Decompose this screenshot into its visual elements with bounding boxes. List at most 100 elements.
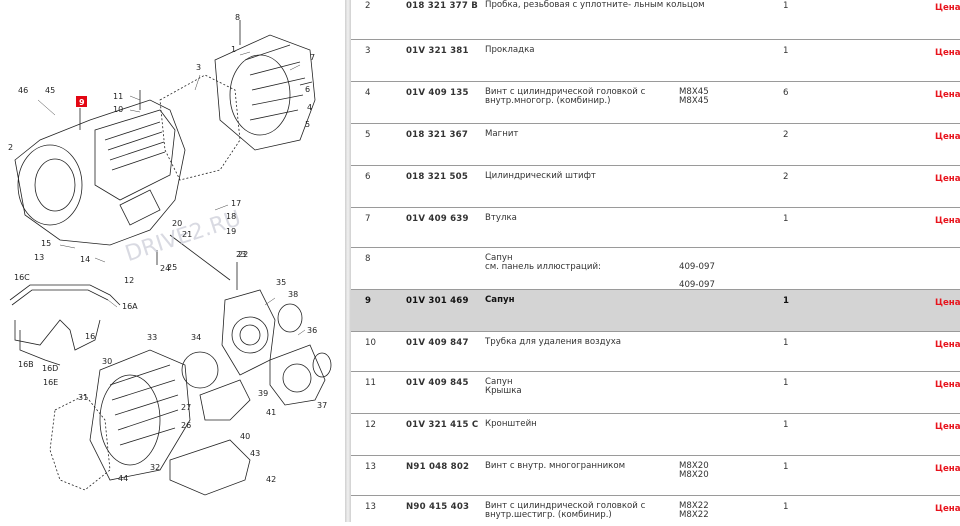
price-link[interactable]: Цена (935, 216, 960, 226)
callout-label[interactable]: 20 (172, 219, 182, 228)
callout-label[interactable]: 17 (231, 199, 241, 208)
callout-label[interactable]: 31 (78, 393, 88, 402)
position-number: 12 (365, 420, 376, 430)
callout-label[interactable]: 18 (226, 212, 236, 221)
price-link[interactable]: Цена (935, 298, 960, 308)
callout-label[interactable]: 16C (14, 273, 30, 282)
leader-lines (37, 51, 306, 336)
callout-label[interactable]: 45 (45, 86, 55, 95)
part-name-line: Кронштейн (485, 419, 537, 429)
price-link[interactable]: Цена (935, 380, 960, 390)
callout-label[interactable]: 43 (250, 449, 260, 458)
callout-label[interactable]: 35 (276, 278, 286, 287)
callout-label[interactable]: 23 (236, 250, 246, 259)
price-link[interactable]: Цена (935, 90, 960, 100)
callout-label[interactable]: 44 (118, 474, 128, 483)
callout-label[interactable]: 7 (310, 53, 315, 62)
callout-label[interactable]: 46 (18, 86, 28, 95)
price-link[interactable]: Цена (935, 132, 960, 142)
price-link[interactable]: Цена (935, 340, 960, 350)
price-link[interactable]: Цена (935, 504, 960, 514)
callout-label[interactable]: 16E (43, 378, 58, 387)
callout-label[interactable]: 10 (113, 105, 123, 114)
callout-label[interactable]: 13 (34, 253, 44, 262)
callout-label[interactable]: 1 (231, 45, 236, 54)
callout-label[interactable]: 37 (317, 401, 327, 410)
position-number: 8 (365, 254, 371, 264)
callout-label[interactable]: 26 (181, 421, 191, 430)
part-number: 018 321 367 (406, 130, 468, 140)
highlighted-callout-badge[interactable] (76, 96, 87, 107)
panel-divider[interactable] (345, 0, 351, 522)
part-name: Втулка (485, 214, 517, 223)
part-name-line: Винт с внутр. многогранником (485, 461, 626, 471)
callout-label[interactable]: 11 (113, 92, 123, 101)
callout-label[interactable]: 19 (226, 227, 236, 236)
callout-label[interactable]: 12 (124, 276, 134, 285)
callout-label[interactable]: 14 (80, 255, 90, 264)
price-link[interactable]: Цена (935, 3, 960, 13)
part-name-line: Сапун (485, 295, 515, 305)
part-name-line: Сапун (485, 253, 513, 263)
callout-label[interactable]: 42 (266, 475, 276, 484)
price-link[interactable]: Цена (935, 422, 960, 432)
price-link[interactable]: Цена (935, 174, 960, 184)
callout-label[interactable]: 3 (196, 63, 201, 72)
part-number: 01V 301 469 (406, 296, 469, 306)
callout-label[interactable]: 32 (150, 463, 160, 472)
callout-label[interactable]: 33 (147, 333, 157, 342)
price-link[interactable]: Цена (935, 48, 960, 58)
callout-label[interactable]: 30 (102, 357, 112, 366)
callout-label[interactable]: 40 (240, 432, 250, 441)
callout-label[interactable]: 16A (122, 302, 138, 311)
callout-label[interactable]: 6 (305, 85, 310, 94)
callout-label[interactable]: 41 (266, 408, 276, 417)
callout-label[interactable]: 25 (167, 263, 177, 272)
callout-label[interactable]: 2 (8, 143, 13, 152)
callout-label[interactable]: 39 (258, 389, 268, 398)
part-name-line: Трубка для удаления воздуха (485, 337, 622, 347)
callout-label[interactable]: 5 (305, 120, 310, 129)
callout-label[interactable]: 22 (238, 250, 248, 259)
callout-label[interactable]: 24 (160, 264, 170, 273)
callout-label[interactable]: 16B (18, 360, 34, 369)
callout-label[interactable]: 15 (41, 239, 51, 248)
part-name-line: Крышка (485, 386, 522, 396)
callout-label[interactable]: 38 (288, 290, 298, 299)
position-number: 13 (365, 462, 376, 472)
price-link[interactable]: Цена (935, 464, 960, 474)
table-row[interactable]: 13 N91 048 802 Винт с внутр. многограннико… (351, 456, 960, 496)
part-spec-line: M8X45 (679, 87, 709, 97)
position-number: 9 (365, 296, 371, 306)
callout-label[interactable]: 34 (191, 333, 201, 342)
part-number: N91 048 802 (406, 462, 470, 472)
part-name-line: см. панель иллюстраций: (485, 262, 601, 272)
callout-label[interactable]: 16D (42, 364, 58, 373)
part-number: 01V 321 415 C (406, 420, 479, 430)
callout-label[interactable]: 8 (235, 13, 240, 22)
part-number: 01V 409 847 (406, 338, 469, 348)
callout-label[interactable]: 36 (307, 326, 317, 335)
quantity: 2 (783, 130, 789, 140)
part-number: N90 415 403 (406, 502, 470, 512)
quantity: 1 (783, 378, 789, 388)
callout-label[interactable]: 21 (182, 230, 192, 239)
callout-label[interactable]: 27 (181, 403, 191, 412)
callout-label[interactable]: 16 (85, 332, 95, 341)
callout-label[interactable]: 4 (307, 103, 312, 112)
part-number: 01V 409 135 (406, 88, 469, 98)
